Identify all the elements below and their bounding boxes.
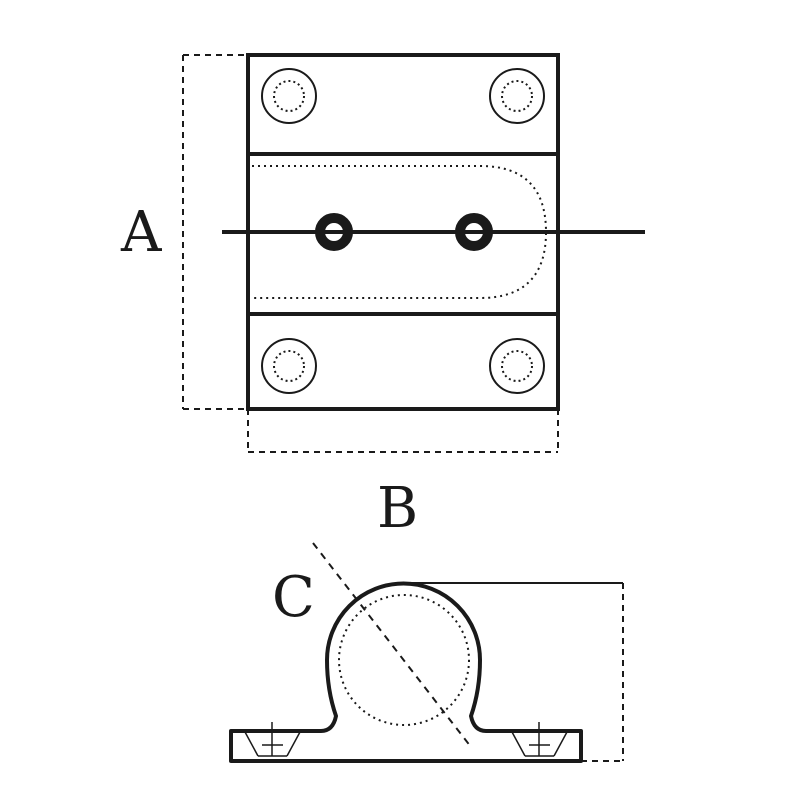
loop-inner-circle (338, 594, 470, 726)
dimension-label-b: B (377, 476, 418, 541)
side-view (229, 542, 624, 763)
center-ring-right (455, 213, 493, 251)
dimension-a-lines (182, 54, 248, 410)
height-dimension-lines (581, 583, 624, 762)
dimension-label-a: A (120, 200, 162, 265)
top-view (182, 53, 645, 453)
dimension-label-c: C (272, 565, 315, 630)
loop-profile (229, 581, 583, 763)
center-ring-left (315, 213, 353, 251)
screw-hole-bottom-left (261, 338, 317, 394)
countersink-right (511, 722, 568, 757)
screw-hole-bottom-right (489, 338, 545, 394)
dimension-b-lines (247, 409, 559, 453)
dimension-c-line (312, 542, 472, 748)
screw-hole-top-left (261, 68, 317, 124)
countersink-left (244, 722, 301, 757)
screw-hole-top-right (489, 68, 545, 124)
